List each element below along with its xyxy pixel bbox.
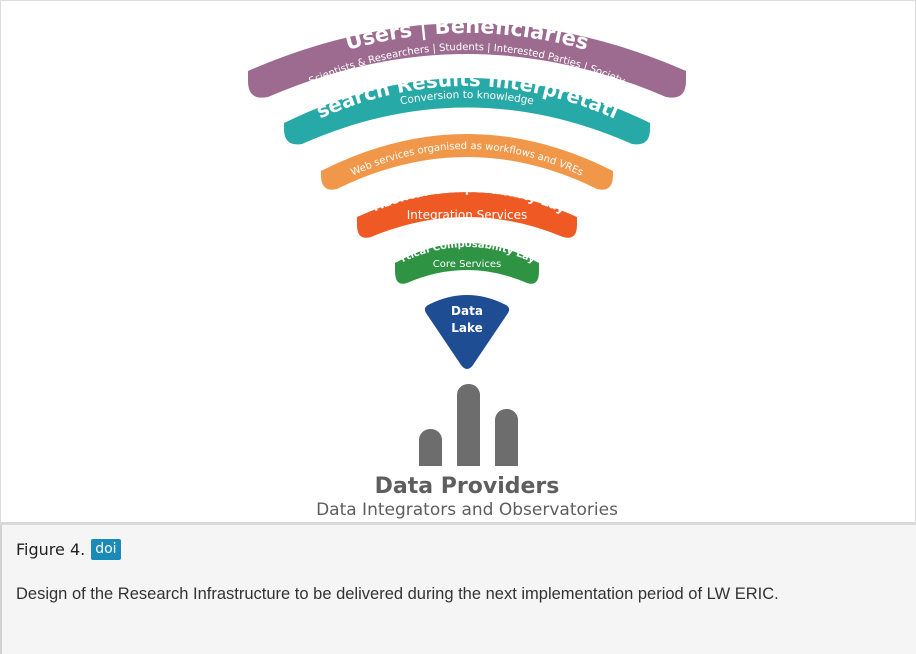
data-lake-line1: Data bbox=[451, 304, 483, 318]
figure-caption: Figure 4. doi Design of the Research Inf… bbox=[0, 522, 916, 654]
layer-subtitle: Core Services bbox=[433, 259, 502, 270]
figure-label-row: Figure 4. doi bbox=[16, 539, 121, 560]
figure-frame: Users | Beneficiaries Scientists & Resea… bbox=[0, 0, 916, 523]
layer-band bbox=[248, 23, 686, 98]
providers-subtitle: Data Integrators and Observatories bbox=[316, 500, 618, 520]
layer-band bbox=[357, 192, 577, 238]
layer-band bbox=[284, 78, 650, 145]
figure-label: Figure 4. bbox=[16, 540, 86, 559]
data-lake-shape bbox=[424, 295, 510, 369]
layer-band bbox=[395, 243, 539, 284]
data-lake: Data Lake bbox=[424, 295, 510, 369]
caption-divider bbox=[0, 525, 2, 654]
data-lake-line2: Lake bbox=[451, 321, 483, 335]
layer-subtitle: Integration Services bbox=[407, 208, 528, 222]
doi-link[interactable]: doi bbox=[91, 539, 121, 560]
architecture-diagram: Users | Beneficiaries Scientists & Resea… bbox=[1, 1, 686, 520]
providers-title: Data Providers bbox=[375, 474, 560, 499]
caption-text: Design of the Research Infrastructure to… bbox=[16, 585, 779, 603]
bar-chart-icon bbox=[419, 384, 518, 466]
layer-band bbox=[321, 134, 613, 190]
